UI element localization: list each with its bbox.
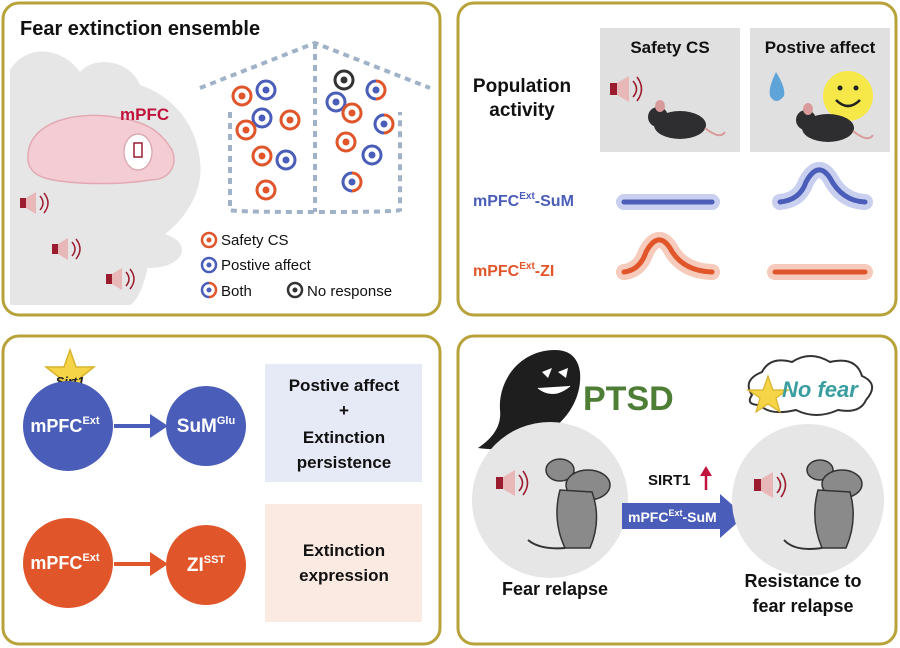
no-fear-label: No fear <box>782 377 859 402</box>
row-title-line2: activity <box>489 100 555 121</box>
fear-mouse-bubble <box>472 422 628 578</box>
sirt1-label: SIRT1 <box>648 472 691 489</box>
svg-text:Extinction: Extinction <box>303 541 385 560</box>
speaker-icon <box>754 472 787 498</box>
treatment-arrow <box>622 494 745 538</box>
brain-icon <box>27 114 175 185</box>
calm-mouse-icon <box>783 459 863 550</box>
legend: Safety CS Postive affect Both No respons… <box>200 231 392 300</box>
panel-c: Sirt1 mPFCExt SuMGlu mPFCExt ZISST Posti… <box>1 334 442 646</box>
svg-text:mPFCExt: mPFCExt <box>30 415 99 436</box>
mpfc-label: mPFC <box>120 105 169 124</box>
neuron-cell <box>361 144 383 166</box>
scared-mouse-icon <box>527 458 611 550</box>
node-mpfc-ext-top <box>23 381 113 471</box>
panel-a: Fear extinction ensemble mPFC <box>1 1 442 317</box>
svg-text:SuMGlu: SuMGlu <box>177 415 235 437</box>
neuron-cell <box>373 113 395 135</box>
svg-text:Postive affect: Postive affect <box>289 376 400 395</box>
speaker-icon <box>496 470 529 496</box>
water-drop-icon <box>769 72 785 101</box>
neuron-cell <box>325 91 347 113</box>
arrow-zi <box>114 552 168 576</box>
mouse-icon <box>796 103 874 142</box>
legend-none: No response <box>307 283 392 300</box>
mouse-icon <box>648 100 726 139</box>
neuron-cell <box>235 119 257 141</box>
speaker-icon <box>20 192 49 214</box>
panel-d: PTSD Fear relapse SIRT1 mPFCExt-SuM No f… <box>456 334 898 646</box>
smiley-face-icon <box>823 71 873 121</box>
neuron-cell <box>231 85 253 107</box>
neuron-cell <box>251 107 273 129</box>
neuron-cells <box>231 69 395 201</box>
star-icon <box>746 374 790 414</box>
speaker-icon <box>52 238 81 260</box>
svg-text:+: + <box>339 401 349 420</box>
outcome-box-sum <box>265 364 422 482</box>
col-positive-affect: Postive affect <box>765 38 876 57</box>
panel-b: Safety CS Postive affect Population acti… <box>456 1 898 317</box>
svg-text:mPFCExt: mPFCExt <box>30 552 99 573</box>
caption-resistance-2: fear relapse <box>752 596 853 616</box>
row2-label: mPFCExt-ZI <box>473 261 554 280</box>
ensemble-outline <box>199 40 431 215</box>
svg-text:ZISST: ZISST <box>187 554 226 576</box>
col-safety-cs: Safety CS <box>630 38 709 57</box>
neuron-cell <box>335 131 357 153</box>
neuron-cell <box>255 79 277 101</box>
row1-label: mPFCExt-SuM <box>473 191 574 210</box>
caption-fear-relapse: Fear relapse <box>502 579 608 599</box>
trace-zi-safety <box>616 232 720 280</box>
neuron-cell <box>341 171 363 193</box>
node-zi-sst <box>166 525 246 605</box>
arrow-sum <box>114 414 168 438</box>
node-mpfc-ext-bottom <box>23 518 113 608</box>
neuron-cell <box>279 109 301 131</box>
legend-positive: Postive affect <box>221 257 312 274</box>
svg-text:persistence: persistence <box>297 453 392 472</box>
neuron-cell <box>365 79 387 101</box>
svg-text:Extinction: Extinction <box>303 428 385 447</box>
outcome-box-zi <box>265 504 422 622</box>
calm-mouse-bubble <box>732 424 884 576</box>
neuron-cell <box>255 179 277 201</box>
row-title-line1: Population <box>473 76 571 97</box>
legend-both: Both <box>221 283 252 300</box>
node-sum-glu <box>166 386 246 466</box>
neuron-cell <box>275 149 297 171</box>
ptsd-label: PTSD <box>583 380 674 418</box>
legend-safety: Safety CS <box>221 232 289 249</box>
neuron-cell <box>333 69 355 91</box>
neuron-cell <box>251 145 273 167</box>
caption-resistance-1: Resistance to <box>744 571 861 591</box>
speaker-icon <box>610 76 643 102</box>
speaker-icon <box>106 268 135 290</box>
trace-suM-positive <box>772 162 873 210</box>
treatment-arrow-label: mPFCExt-SuM <box>628 508 717 525</box>
panel-a-title: Fear extinction ensemble <box>20 18 260 40</box>
neuron-cell <box>341 102 363 124</box>
svg-text:expression: expression <box>299 566 389 585</box>
